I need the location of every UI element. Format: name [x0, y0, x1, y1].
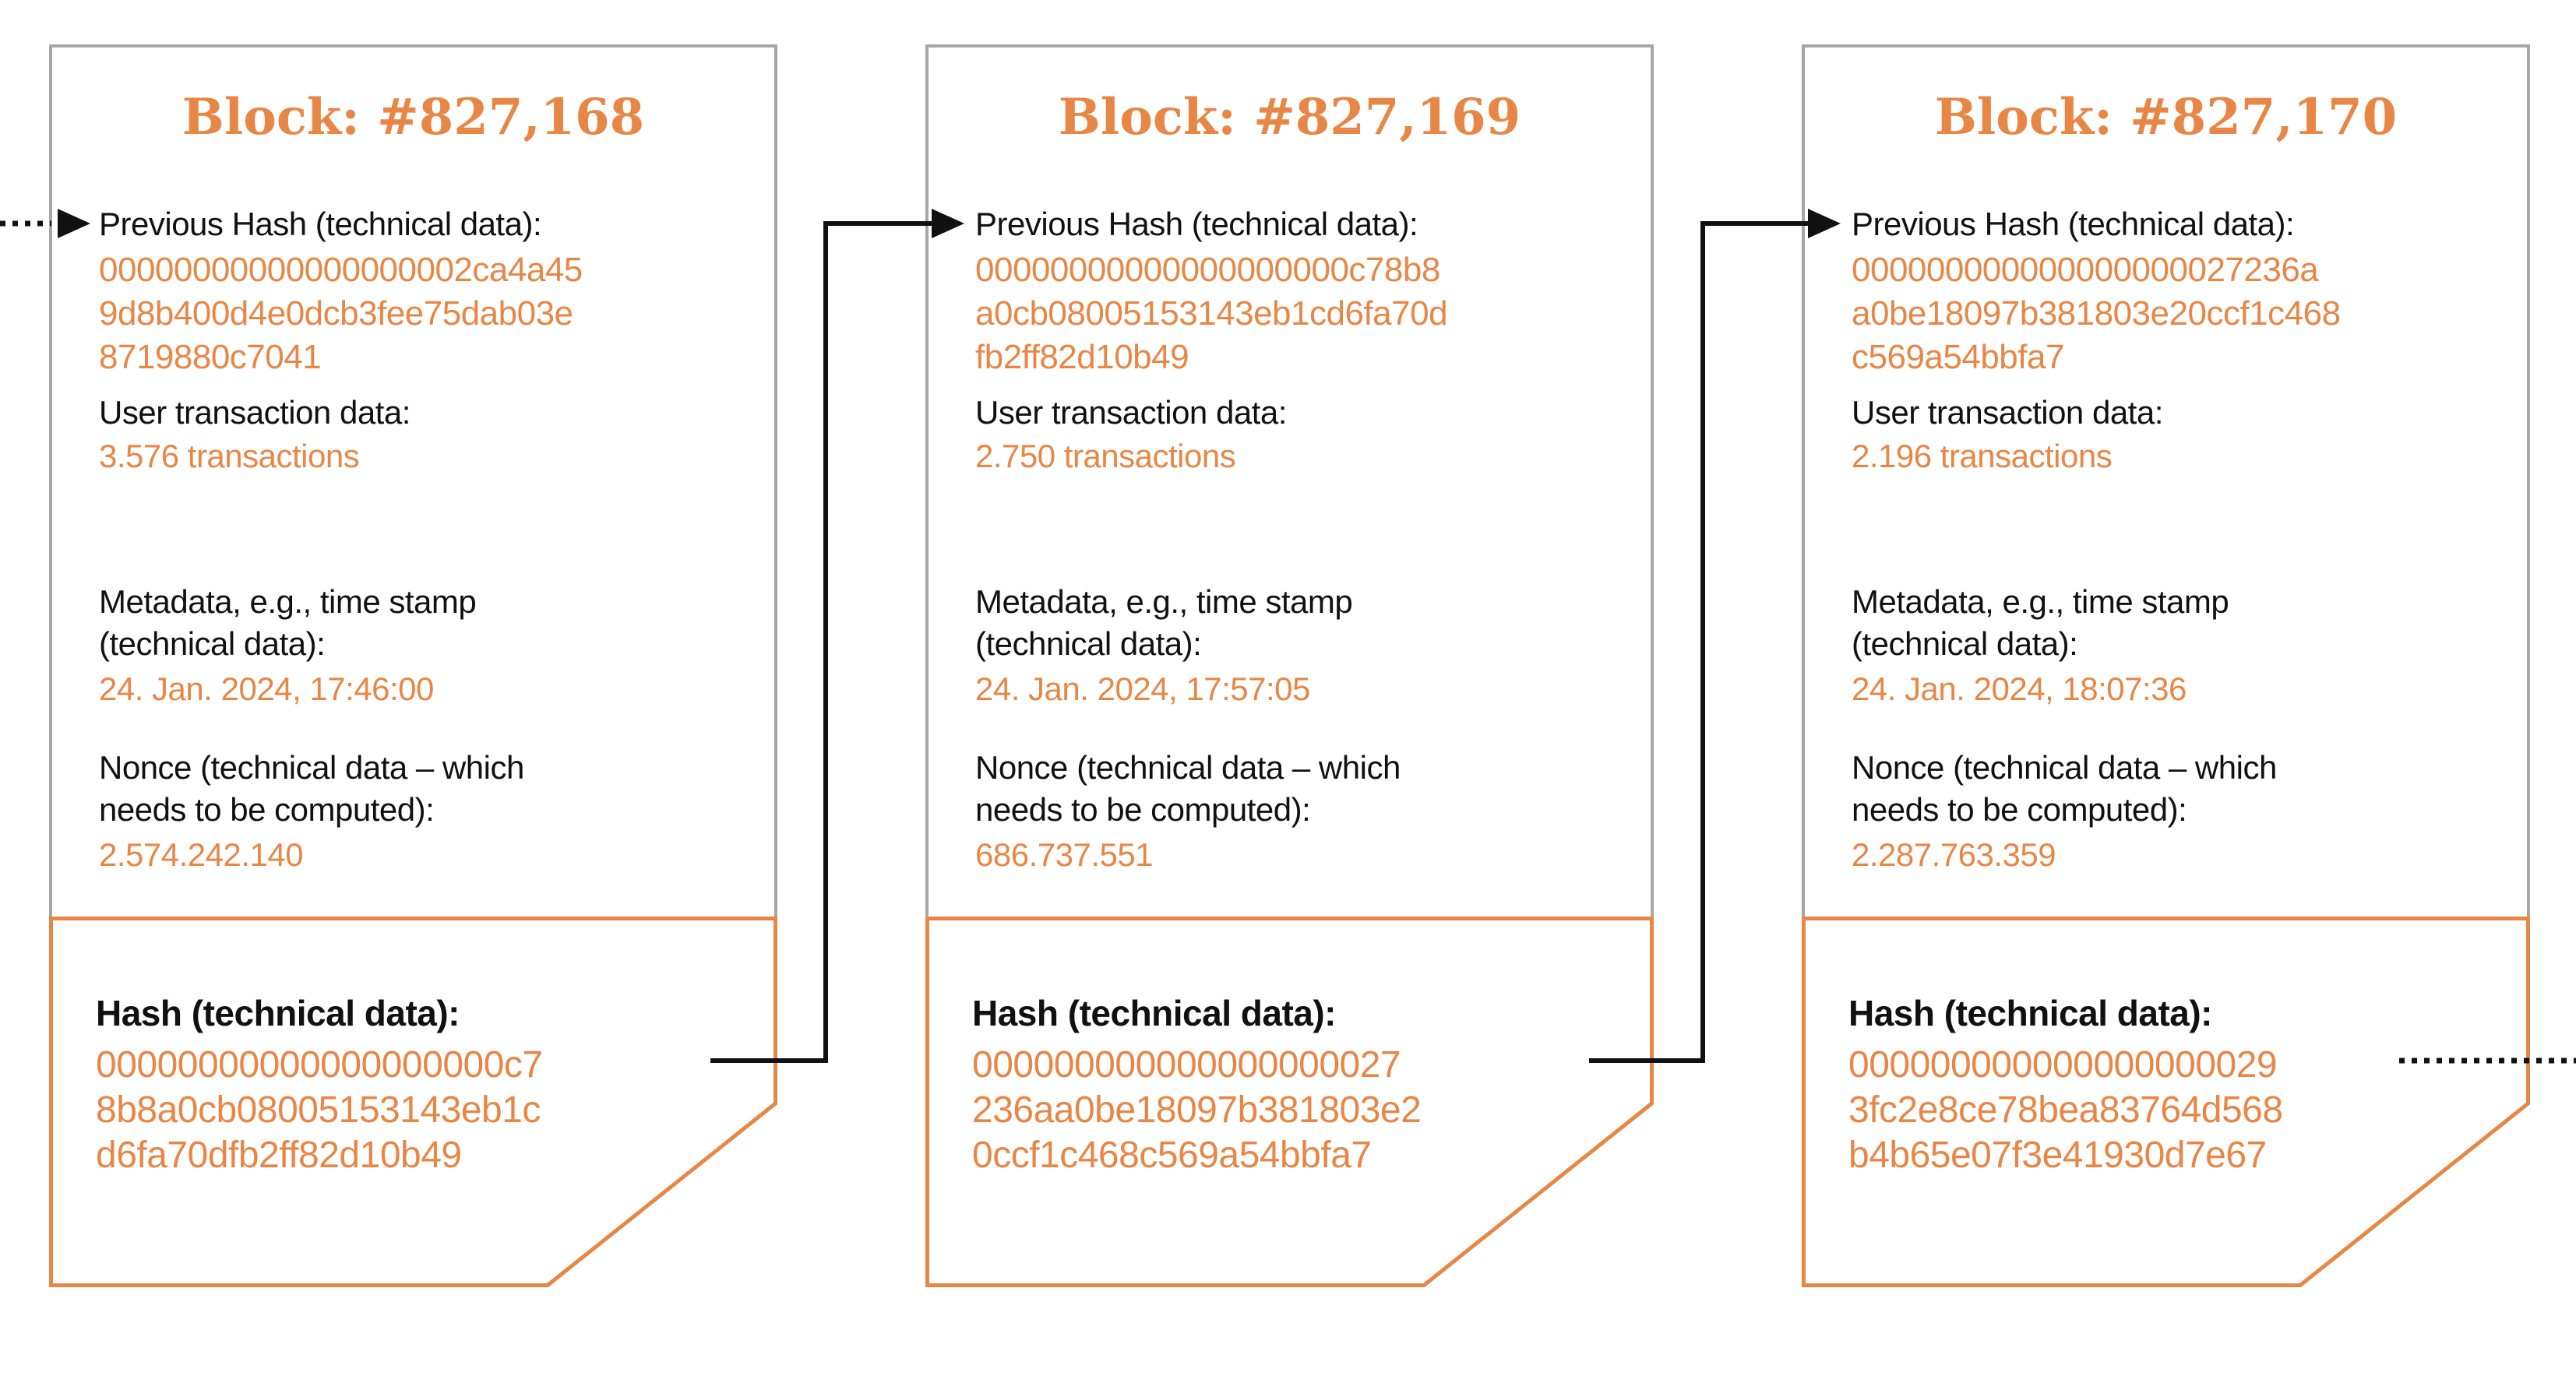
hash-line: 236aa0be18097b381803e2	[972, 1089, 1422, 1131]
nonce-label-line: Nonce (technical data – which	[99, 749, 524, 786]
block-hash-box: Hash (technical data): 00000000000000000…	[925, 917, 1654, 1287]
metadata-label-line: (technical data):	[975, 625, 1202, 662]
nonce-value: 2.287.763.359	[1852, 836, 2056, 873]
hash-line: d6fa70dfb2ff82d10b49	[96, 1135, 462, 1176]
hash-line: 00000000000000000000c7	[96, 1044, 543, 1086]
hash-value: 000000000000000000027 236aa0be18097b3818…	[972, 1043, 1630, 1178]
user-transactions-value: 2.196 transactions	[1852, 438, 2113, 474]
previous-hash-value: 00000000000000000000c78b8 a0cb0800515314…	[975, 248, 1627, 379]
hash-line: 8b8a0cb08005153143eb1c	[96, 1089, 541, 1131]
nonce-value: 2.574.242.140	[99, 836, 304, 873]
metadata-label-line: (technical data):	[99, 625, 326, 662]
hash-line: 000000000000000000027	[972, 1044, 1401, 1086]
nonce-label: Nonce (technical data – which needs to b…	[975, 747, 1627, 831]
previous-hash-label: Previous Hash (technical data):	[975, 206, 1418, 242]
previous-hash-value: 000000000000000000027236a a0be18097b3818…	[1852, 248, 2504, 379]
previous-hash-line: 9d8b400d4e0dcb3fee75dab03e	[99, 294, 573, 333]
nonce-label-line: Nonce (technical data – which	[975, 749, 1401, 786]
metadata-label: Metadata, e.g., time stamp (technical da…	[975, 581, 1627, 665]
previous-hash-line: 000000000000000000027236a	[1852, 251, 2319, 289]
previous-hash-line: 00000000000000000000c78b8	[975, 251, 1440, 289]
previous-hash-label: Previous Hash (technical data):	[1852, 206, 2295, 242]
user-transactions-value: 2.750 transactions	[975, 438, 1236, 474]
previous-hash-line: fb2ff82d10b49	[975, 338, 1189, 376]
hash-value: 000000000000000000029 3fc2e8ce78bea83764…	[1848, 1043, 2507, 1178]
nonce-label-line: needs to be computed):	[1852, 791, 2187, 828]
block-card-827170: Block: #827,170 Previous Hash (technical…	[1802, 44, 2530, 1287]
hash-line: 3fc2e8ce78bea83764d568	[1848, 1089, 2283, 1131]
metadata-label-line: Metadata, e.g., time stamp	[1852, 583, 2229, 620]
nonce-label-line: needs to be computed):	[975, 791, 1311, 828]
timestamp-value: 24. Jan. 2024, 17:46:00	[99, 670, 434, 707]
previous-hash-label: Previous Hash (technical data):	[99, 206, 542, 242]
block-card-827168: Block: #827,168 Previous Hash (technical…	[49, 44, 777, 1287]
user-transactions-label: User transaction data:	[1852, 394, 2163, 431]
block-title: Block: #827,170	[1934, 88, 2398, 146]
metadata-label-line: Metadata, e.g., time stamp	[99, 583, 477, 620]
timestamp-value: 24. Jan. 2024, 17:57:05	[975, 670, 1310, 707]
nonce-label: Nonce (technical data – which needs to b…	[1852, 747, 2504, 831]
block-header-box: Block: #827,169 Previous Hash (technical…	[925, 44, 1654, 917]
nonce-label: Nonce (technical data – which needs to b…	[99, 747, 751, 831]
timestamp-value: 24. Jan. 2024, 18:07:36	[1852, 670, 2187, 707]
user-transactions-label: User transaction data:	[99, 394, 411, 431]
hash-label: Hash (technical data):	[972, 993, 1337, 1033]
previous-hash-line: c569a54bbfa7	[1852, 338, 2064, 376]
hash-line: b4b65e07f3e41930d7e67	[1848, 1135, 2267, 1176]
hash-value: 00000000000000000000c7 8b8a0cb0800515314…	[96, 1043, 754, 1178]
metadata-label-line: Metadata, e.g., time stamp	[975, 583, 1353, 620]
nonce-value: 686.737.551	[975, 836, 1154, 873]
hash-box-border	[1802, 917, 2530, 1287]
block-header-box: Block: #827,170 Previous Hash (technical…	[1802, 44, 2530, 917]
metadata-label: Metadata, e.g., time stamp (technical da…	[1852, 581, 2504, 665]
nonce-label-line: Nonce (technical data – which	[1852, 749, 2277, 786]
hash-label: Hash (technical data):	[96, 993, 460, 1033]
user-transactions-label: User transaction data:	[975, 394, 1287, 431]
previous-hash-line: 8719880c7041	[99, 338, 322, 376]
user-transactions-value: 3.576 transactions	[99, 438, 360, 474]
block-title: Block: #827,169	[1058, 88, 1521, 146]
previous-hash-line: a0be18097b381803e20ccf1c468	[1852, 294, 2341, 333]
previous-hash-line: a0cb08005153143eb1cd6fa70d	[975, 294, 1448, 333]
hash-line: 0ccf1c468c569a54bbfa7	[972, 1135, 1372, 1176]
hash-label: Hash (technical data):	[1848, 993, 2213, 1033]
previous-hash-line: 00000000000000000002ca4a45	[99, 251, 583, 289]
block-hash-box: Hash (technical data): 00000000000000000…	[1802, 917, 2530, 1287]
block-hash-box: Hash (technical data): 00000000000000000…	[49, 917, 777, 1287]
block-card-827169: Block: #827,169 Previous Hash (technical…	[925, 44, 1654, 1287]
nonce-label-line: needs to be computed):	[99, 791, 435, 828]
hash-line: 000000000000000000029	[1848, 1044, 2278, 1086]
block-title: Block: #827,168	[181, 88, 645, 146]
hash-box-border	[925, 917, 1654, 1287]
previous-hash-value: 00000000000000000002ca4a45 9d8b400d4e0dc…	[99, 248, 751, 379]
block-header-box: Block: #827,168 Previous Hash (technical…	[49, 44, 777, 917]
hash-box-border	[49, 917, 777, 1287]
metadata-label: Metadata, e.g., time stamp (technical da…	[99, 581, 751, 665]
metadata-label-line: (technical data):	[1852, 625, 2078, 662]
